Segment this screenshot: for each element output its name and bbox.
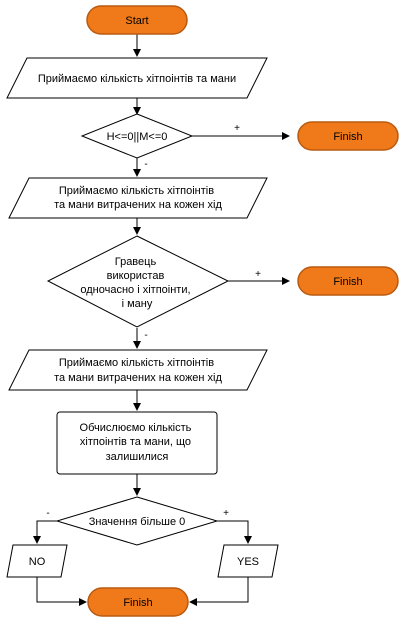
connector-decision3-no bbox=[33, 520, 57, 544]
decision-2-line-4: і ману bbox=[122, 298, 153, 310]
decision-2-line-3: одночасно і хітпоінти, bbox=[80, 284, 190, 296]
process-line-1: Обчислюємо кількість bbox=[80, 422, 192, 434]
decision-3-label: Значення більше 0 bbox=[89, 516, 186, 528]
decision-1-shape bbox=[80, 113, 194, 159]
input-3-line-1: Приймаємо кількість хітпоінтів bbox=[59, 357, 214, 369]
process-shape bbox=[56, 411, 218, 475]
decision-1-no-sign: - bbox=[144, 159, 147, 170]
decision-3-shape bbox=[55, 496, 219, 546]
decision-1-yes-sign: + bbox=[234, 123, 240, 134]
process-line-3: залишилися bbox=[106, 451, 169, 463]
process-label: Обчислюємо кількість хітпоінтів та мани,… bbox=[80, 422, 195, 463]
finish-3-label: Finish bbox=[123, 597, 152, 609]
output-no-label: NO bbox=[29, 556, 46, 568]
finish-2-label: Finish bbox=[333, 276, 362, 288]
decision-2-yes-sign: + bbox=[255, 269, 261, 280]
input-3-line-2: та мани витрачених на кожен хід bbox=[54, 372, 222, 384]
input-2-shape bbox=[8, 177, 268, 219]
input-1-shape bbox=[6, 57, 268, 99]
decision-2-line-2: використав bbox=[107, 270, 165, 282]
decision-1-label: H<=0||M<=0 bbox=[107, 131, 168, 143]
input-2-label: Приймаємо кількість хітпоінтів та мани в… bbox=[54, 185, 222, 211]
start-label: Start bbox=[125, 15, 148, 27]
decision-2-line-1: Гравець bbox=[115, 256, 157, 268]
decision-3-no-sign: - bbox=[46, 508, 49, 519]
decision-3-yes-sign: + bbox=[223, 508, 229, 519]
input-1-label: Приймаємо кількість хітпоінтів та мани bbox=[38, 73, 236, 85]
process-line-2: хітпоінтів та мани, що bbox=[80, 436, 191, 448]
connector-no-finish3 bbox=[36, 577, 87, 606]
connectors bbox=[33, 33, 290, 606]
finish-1-label: Finish bbox=[333, 131, 362, 143]
finish-1-terminator bbox=[297, 121, 399, 151]
decision-2-shape bbox=[46, 235, 230, 328]
start-terminator bbox=[86, 5, 188, 35]
decision-2-no-sign: - bbox=[144, 330, 147, 341]
output-yes-shape bbox=[217, 544, 279, 578]
finish-2-terminator bbox=[297, 266, 399, 296]
input-3-label: Приймаємо кількість хітпоінтів та мани в… bbox=[54, 357, 222, 384]
input-2-line-1: Приймаємо кількість хітпоінтів bbox=[59, 185, 214, 197]
decision-2-label: Гравець використав одночасно і хітпоінти… bbox=[80, 256, 193, 310]
input-3-shape bbox=[8, 349, 268, 391]
output-no-shape bbox=[6, 544, 68, 578]
output-yes-label: YES bbox=[237, 556, 259, 568]
connector-decision3-yes bbox=[217, 520, 252, 544]
finish-3-terminator bbox=[87, 587, 189, 617]
input-2-line-2: та мани витрачених на кожен хід bbox=[54, 199, 222, 211]
connector-yes-finish3 bbox=[189, 577, 249, 606]
